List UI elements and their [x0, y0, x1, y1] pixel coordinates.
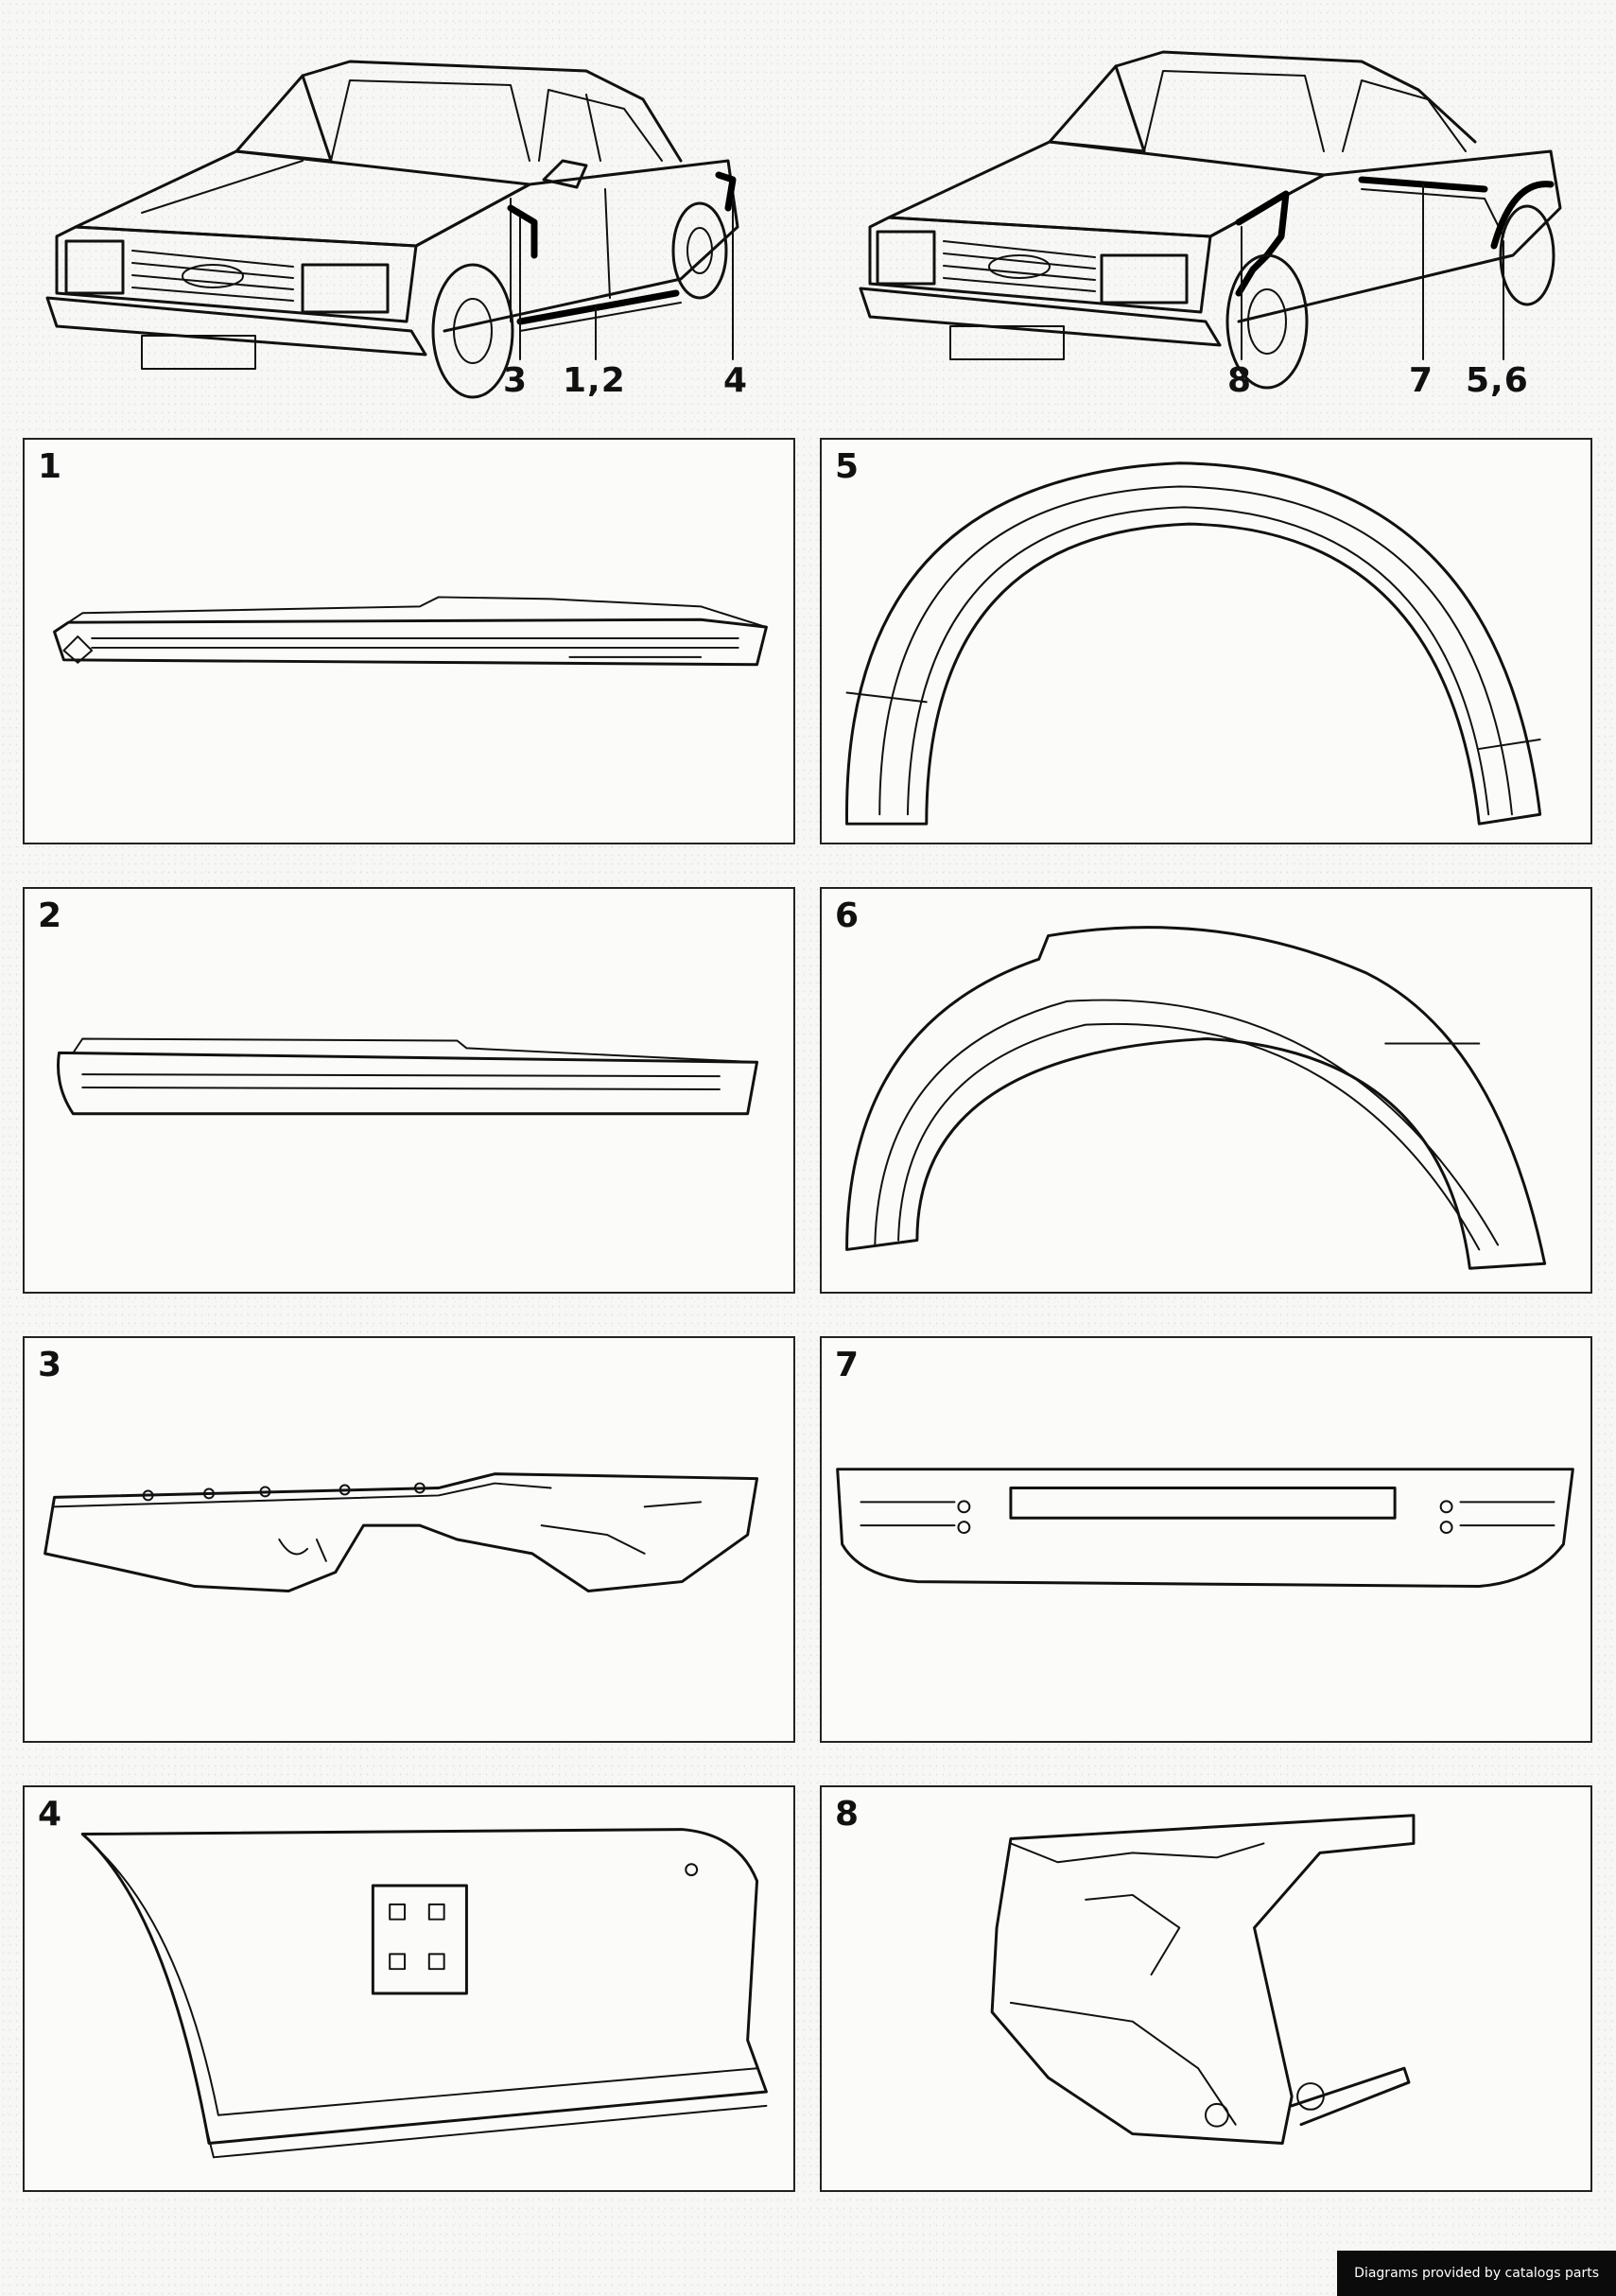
- part-panel-2: 2: [23, 887, 795, 1294]
- part-number: 3: [38, 1346, 62, 1384]
- sill-panel-inner-drawing: [57, 1037, 759, 1116]
- part-panel-3: 3: [23, 1336, 795, 1743]
- callout-label: 3: [503, 361, 529, 400]
- footer-credit-text: Diagrams provided by catalogs parts: [1354, 2266, 1599, 2281]
- callout-label: 1,2: [563, 361, 626, 400]
- part-panel-6: 6: [820, 887, 1592, 1294]
- part-panel-7: 7: [820, 1336, 1592, 1743]
- part-number: 1: [38, 447, 62, 486]
- callout-label: 5,6: [1466, 361, 1529, 400]
- footer-credit: Diagrams provided by catalogs parts: [1337, 2251, 1616, 2296]
- part-number: 8: [835, 1795, 860, 1834]
- part-number: 5: [835, 447, 860, 486]
- part-panel-5: 5: [820, 438, 1592, 844]
- car-front-left-view: 3 1,2 4: [19, 19, 766, 416]
- callout-label: 7: [1409, 361, 1434, 400]
- rear-wheel-arch-inner-drawing: [845, 926, 1547, 1270]
- door-panel-lower-drawing: [836, 1468, 1574, 1589]
- callout-label: 8: [1227, 361, 1253, 400]
- sill-panel-outer-drawing: [53, 596, 768, 667]
- car-front-right-view: 8 7 5,6: [832, 19, 1579, 416]
- car-front-left-drawing: [45, 60, 739, 399]
- front-inner-wing-drawing: [990, 1814, 1416, 2145]
- part-number: 6: [835, 896, 860, 935]
- rear-wheel-arch-outer-drawing: [845, 461, 1542, 826]
- callout-label: 4: [723, 361, 749, 400]
- part-panel-4: 4: [23, 1785, 795, 2192]
- front-side-member-drawing: [43, 1472, 759, 1592]
- car-front-right-drawing: [859, 50, 1562, 390]
- part-panel-1: 1: [23, 438, 795, 844]
- rear-quarter-lower-drawing: [80, 1828, 768, 2159]
- part-number: 7: [835, 1346, 860, 1384]
- part-panel-8: 8: [820, 1785, 1592, 2192]
- part-number: 4: [38, 1795, 62, 1834]
- part-number: 2: [38, 896, 62, 935]
